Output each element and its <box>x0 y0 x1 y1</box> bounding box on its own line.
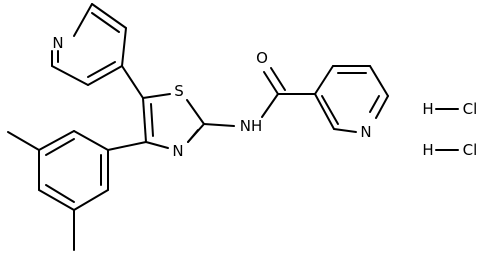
pyridyl-top-ring: N <box>51 3 127 86</box>
bond <box>38 130 75 151</box>
bond <box>142 97 147 143</box>
bond <box>45 184 75 203</box>
salt-chlorine: Cl <box>463 141 478 159</box>
bond <box>107 141 147 151</box>
bond <box>203 123 235 127</box>
salt-chlorine: Cl <box>463 100 478 118</box>
bond <box>87 65 123 86</box>
bond <box>121 65 144 99</box>
salt-hydrogen: H <box>422 141 433 159</box>
bond <box>73 3 93 37</box>
bond <box>187 129 199 143</box>
bond <box>314 93 335 130</box>
bond <box>73 130 109 151</box>
dimethylphenyl-ring <box>7 130 109 251</box>
bond <box>375 95 389 119</box>
bond <box>369 65 389 97</box>
bond <box>91 12 120 33</box>
bond <box>261 93 279 118</box>
bond <box>263 71 279 95</box>
bond <box>51 65 89 86</box>
pyridine-right-ring: N <box>314 65 389 141</box>
bond <box>45 138 75 156</box>
bond <box>150 103 154 137</box>
pyridyl-nitrogen: N <box>52 34 63 52</box>
bond <box>333 128 357 133</box>
thiazole-ring: S N <box>142 82 205 160</box>
amide-nh: NH <box>240 117 263 135</box>
bond <box>145 141 169 149</box>
bond <box>91 3 127 29</box>
bond <box>121 27 127 67</box>
methyl-bond <box>7 131 40 151</box>
bond <box>38 189 75 211</box>
bond <box>321 95 339 125</box>
bond <box>142 93 171 99</box>
hcl-salt-2: H Cl <box>422 141 477 159</box>
thiazole-nitrogen: N <box>172 142 183 160</box>
bond <box>87 61 116 78</box>
bond <box>314 65 334 95</box>
hcl-salt-1: H Cl <box>422 100 477 118</box>
pyridine-nitrogen: N <box>360 123 371 141</box>
bond <box>186 99 205 125</box>
bond <box>270 67 286 91</box>
bond <box>73 189 109 211</box>
carbonyl-oxygen: O <box>256 49 268 67</box>
thiazole-sulfur: S <box>174 82 184 100</box>
bond <box>369 95 380 113</box>
salt-hydrogen: H <box>422 100 433 118</box>
